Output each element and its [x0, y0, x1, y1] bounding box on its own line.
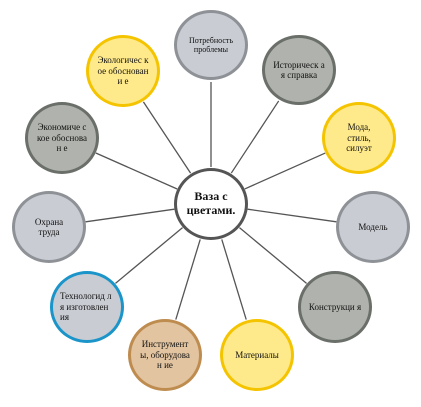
node-safety: Охрана труда [12, 191, 86, 263]
node-history-label: Историческ ая справка [273, 59, 325, 80]
node-fashion-label: Мода, стиль, силуэт [346, 122, 372, 154]
node-safety-label: Охрана труда [34, 216, 64, 237]
node-technology: Технологид ля изготовлен ия [50, 271, 124, 343]
connector-line-11 [142, 101, 192, 174]
node-construction-label: Конструкци я [308, 301, 362, 312]
connector-line-5 [239, 227, 307, 284]
connector-line-8 [115, 227, 183, 284]
connector-line-7 [175, 239, 201, 320]
node-ecological: Экологичес кое обосновани е [86, 35, 160, 107]
connector-line-3 [244, 152, 326, 190]
node-model-label: Модель [358, 221, 388, 232]
node-model: Модель [336, 191, 410, 263]
node-need-label: Потребность проблемы [188, 35, 234, 54]
connector-line-10 [95, 152, 178, 190]
connector-line-4 [247, 208, 337, 223]
node-ecological-label: Экологичес кое обосновани е [97, 55, 149, 87]
node-economic-label: Экономиче ское обоснован е [36, 122, 87, 154]
connector-line-2 [230, 100, 280, 174]
node-technology-label: Технологид ля изготовлен ия [60, 291, 112, 323]
center-node: Ваза с цветами. [174, 168, 248, 240]
node-history: Историческ ая справка [262, 35, 336, 105]
node-materials-label: Материалы [235, 349, 279, 360]
connector-line-6 [221, 239, 247, 320]
center-node-label: Ваза с цветами. [186, 189, 236, 217]
node-tools-label: Инструмент ы, оборудован ие [140, 339, 190, 371]
node-tools: Инструмент ы, оборудован ие [128, 319, 202, 391]
node-fashion: Мода, стиль, силуэт [322, 102, 396, 174]
node-economic: Экономиче ское обоснован е [25, 102, 99, 174]
node-need: Потребность проблемы [174, 10, 248, 80]
connector-line-9 [85, 208, 175, 223]
node-construction: Конструкци я [298, 271, 372, 343]
node-materials: Материалы [220, 319, 294, 391]
